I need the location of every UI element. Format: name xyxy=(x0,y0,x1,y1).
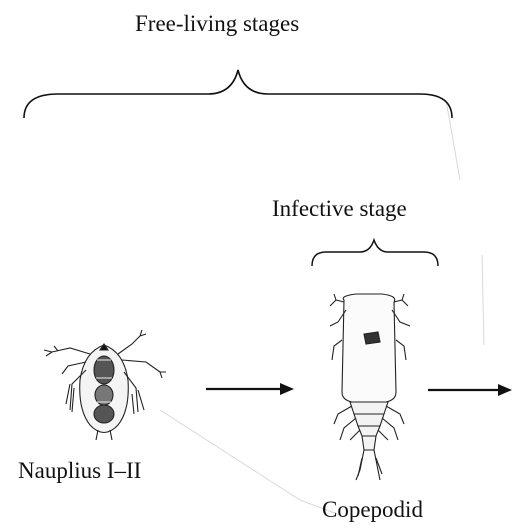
infective-brace xyxy=(312,240,438,266)
infective-stage-label: Infective stage xyxy=(272,197,407,220)
arrow-to-next-stage xyxy=(428,384,512,396)
background-artifacts xyxy=(160,100,484,515)
free-living-stages-label: Free-living stages xyxy=(135,12,299,35)
free-living-brace xyxy=(24,70,452,118)
copepodid-illustration xyxy=(330,294,410,480)
nauplius-illustration xyxy=(44,330,166,440)
arrow-to-copepodid xyxy=(206,383,294,395)
copepodid-label: Copepodid xyxy=(322,498,423,521)
nauplius-label: Nauplius I–II xyxy=(18,459,141,482)
